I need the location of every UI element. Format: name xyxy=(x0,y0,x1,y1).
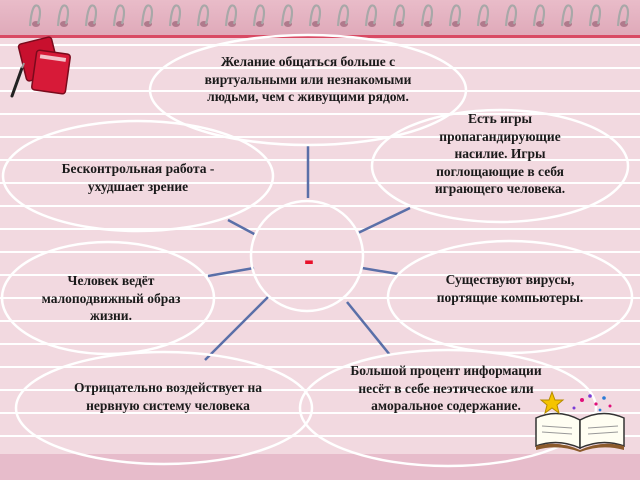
ellipse-bottom-left xyxy=(14,350,314,466)
connector-left xyxy=(207,266,255,278)
binding-ring xyxy=(308,4,322,27)
red-books-with-pen-icon xyxy=(10,36,71,98)
binding-ring xyxy=(280,4,294,27)
binding-ring xyxy=(392,4,406,27)
binding-ring xyxy=(448,4,462,27)
ellipse-right xyxy=(386,239,634,355)
binding-ring xyxy=(56,4,70,27)
connector-bottom-right xyxy=(346,301,391,356)
binding-ring xyxy=(112,4,126,27)
ellipse-left xyxy=(0,240,216,356)
ellipse-center xyxy=(249,199,365,313)
bottom-band xyxy=(0,454,640,480)
ellipse-top-right xyxy=(370,108,630,224)
binding-ring xyxy=(252,4,266,27)
binding-ring xyxy=(364,4,378,27)
binding-ring xyxy=(224,4,238,27)
binding-ring xyxy=(560,4,574,27)
node-bottom-left-text: Отрицательно воздействует на нервную сис… xyxy=(73,380,263,413)
node-top-left-text: Бесконтрольная работа - ухудшает зрение xyxy=(61,161,215,194)
binding-ring xyxy=(504,4,518,27)
binding-ring xyxy=(476,4,490,27)
binding-ring xyxy=(420,4,434,27)
connector-bottom-left xyxy=(204,296,269,361)
spiral-rings xyxy=(28,4,630,27)
spiral-binding xyxy=(28,4,630,27)
connector-top-right xyxy=(357,206,411,235)
ellipse-top xyxy=(148,33,468,147)
binding-ring xyxy=(168,4,182,27)
binding-ring xyxy=(588,4,602,27)
connector-right xyxy=(361,266,399,276)
ellipse-bottom-right xyxy=(298,348,598,468)
node-top-text: Желание общаться больше с виртуальными и… xyxy=(204,54,412,104)
ellipse-top-left xyxy=(1,119,275,233)
binding-ring xyxy=(196,4,210,27)
node-top-right-text: Есть игры пропагандирующие насилие. Игры… xyxy=(434,111,566,196)
binding-ring xyxy=(28,4,42,27)
connector-top-left xyxy=(227,218,257,237)
binding-ring xyxy=(616,4,630,27)
binding-ring xyxy=(336,4,350,27)
binding-ring xyxy=(140,4,154,27)
node-right-text: Существуют вирусы, портящие компьютеры. xyxy=(436,272,584,305)
open-book-with-star-icon xyxy=(535,390,625,452)
binding-ring xyxy=(532,4,546,27)
binding-ring xyxy=(84,4,98,27)
margin-line xyxy=(0,35,640,38)
center-minus-sign: - xyxy=(304,244,314,277)
node-left-text: Человек ведёт малоподвижный образ жизни. xyxy=(41,273,181,323)
node-bottom-right-text: Большой процент информации несёт в себе … xyxy=(350,363,542,413)
